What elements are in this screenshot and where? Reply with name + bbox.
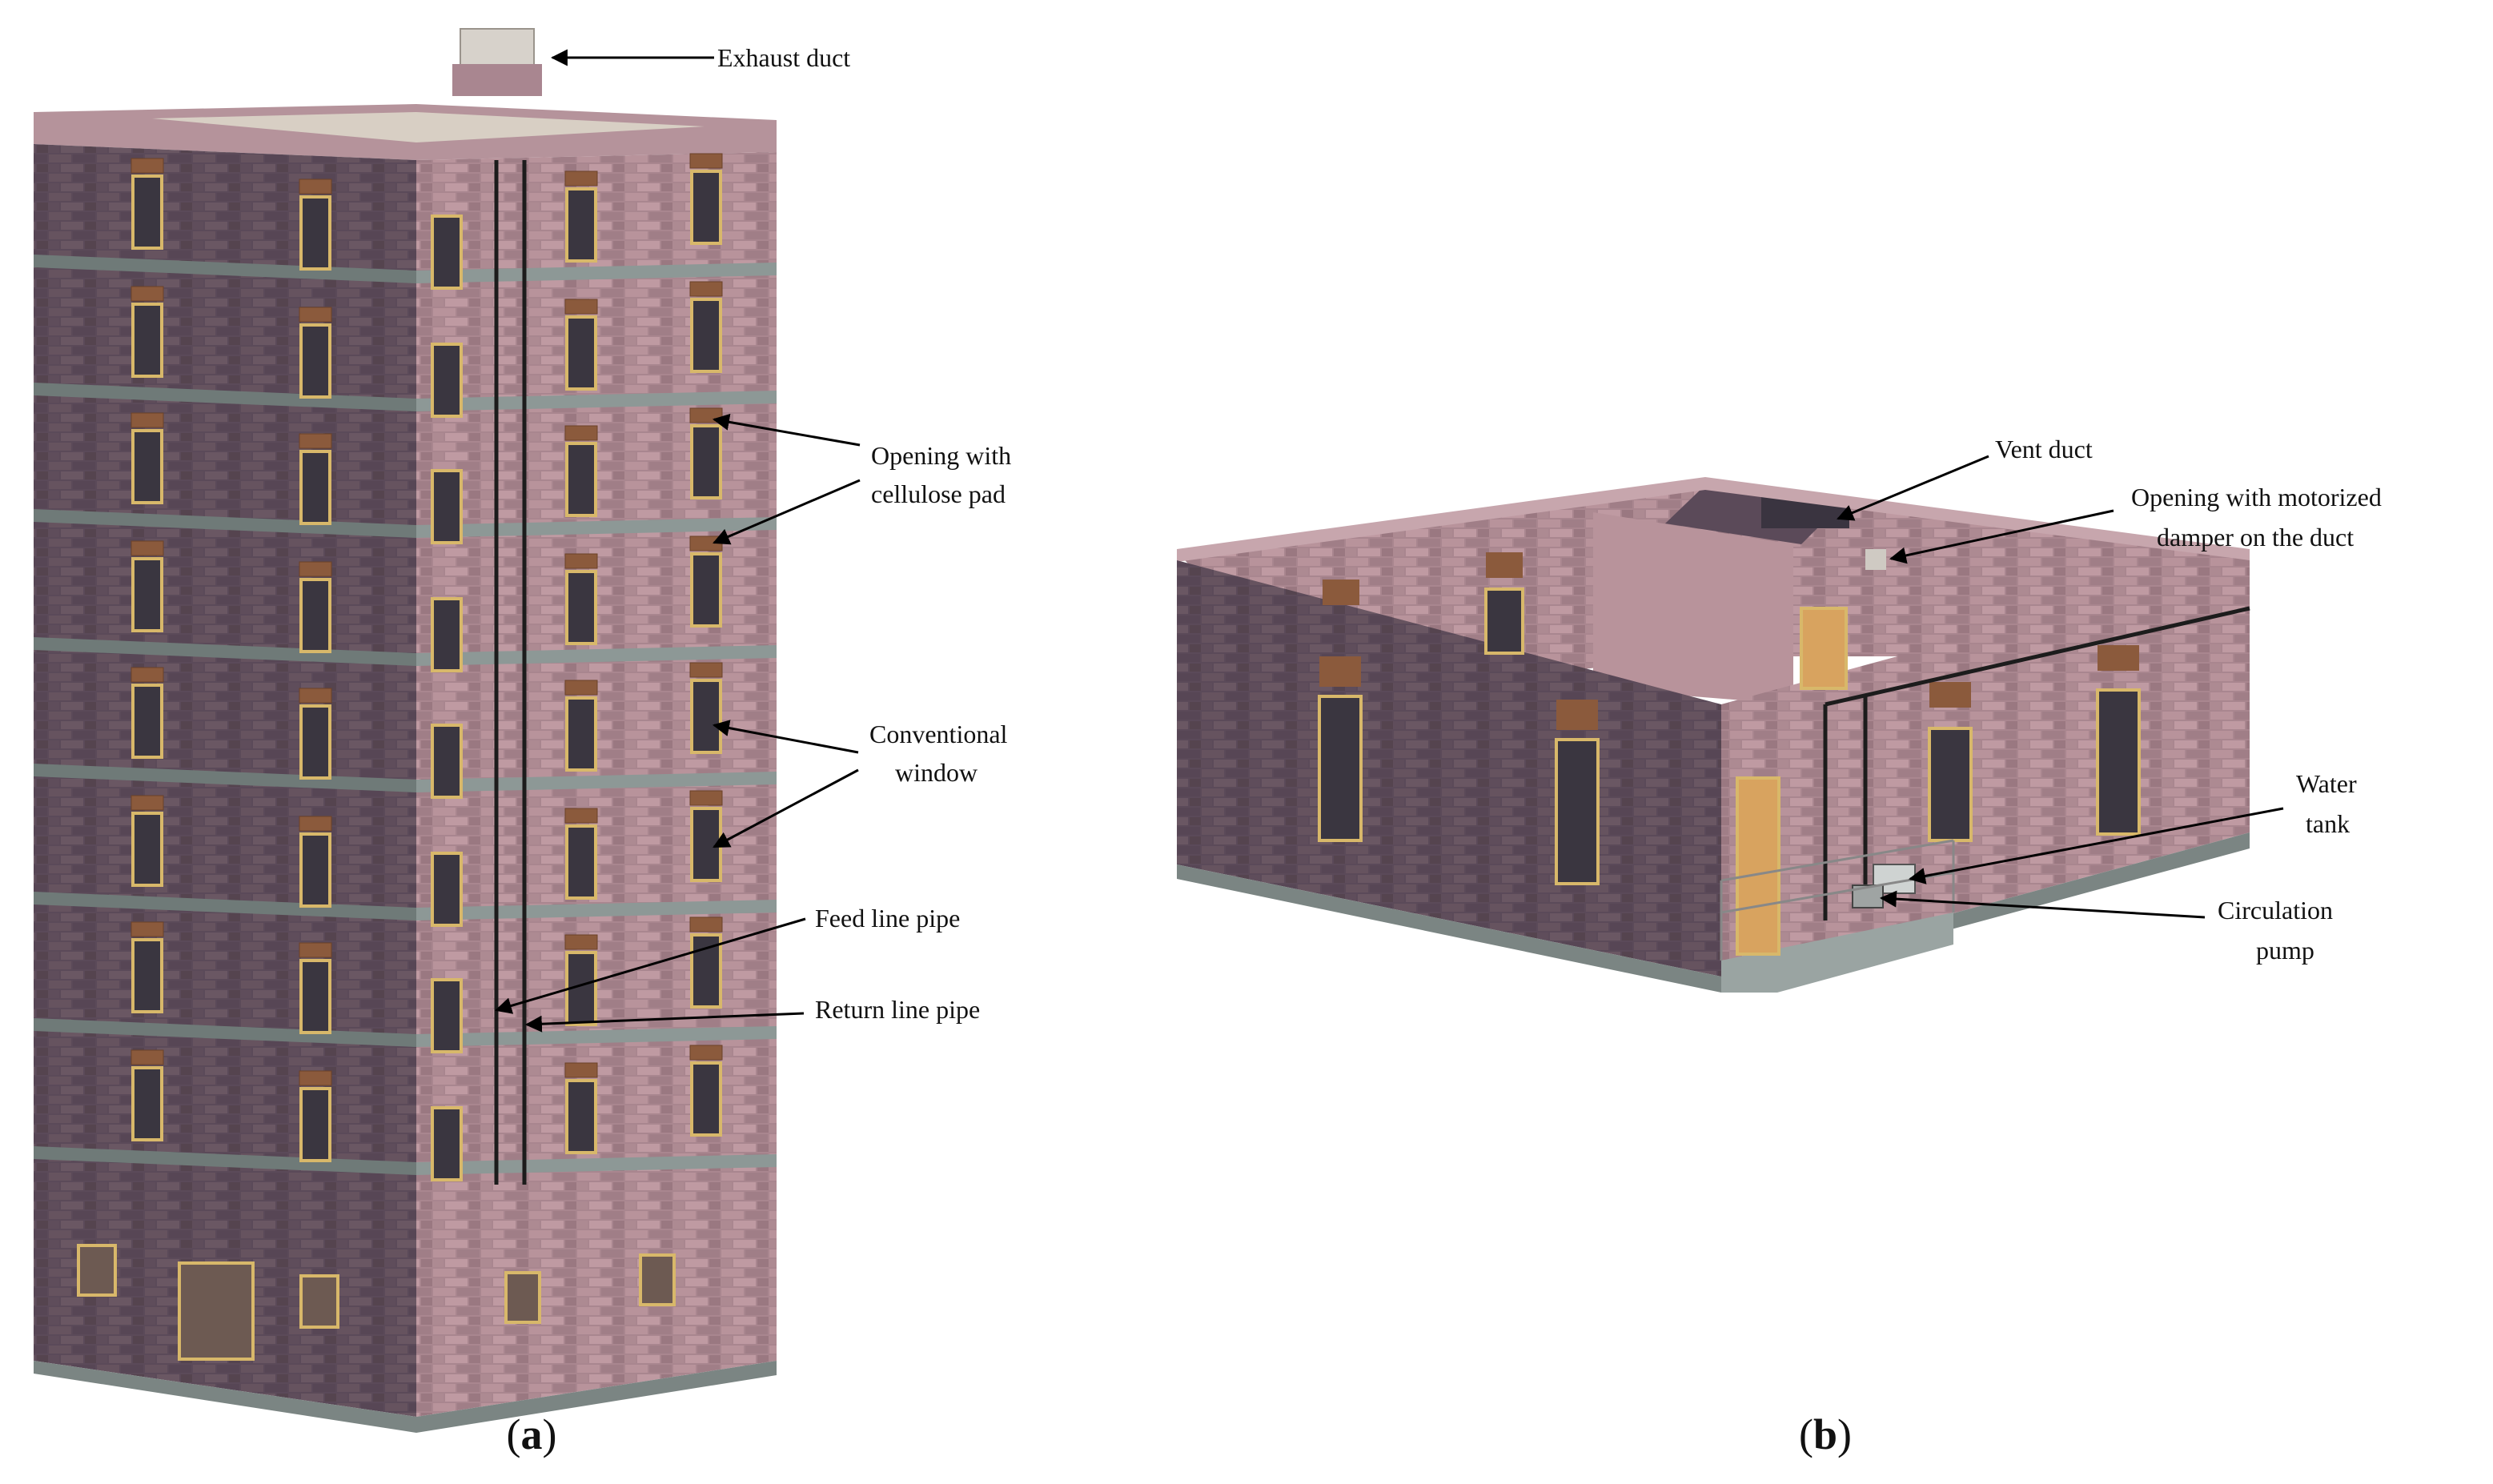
feed-line-label: Feed line pipe bbox=[815, 904, 960, 933]
conv-window-label-1: Conventional bbox=[869, 720, 1008, 748]
conv-window-arrow-lower bbox=[713, 768, 859, 848]
pump-label-1: Circulation bbox=[2218, 896, 2333, 924]
ground-floor-openings bbox=[77, 1244, 676, 1361]
panel-b-module bbox=[1177, 477, 2250, 993]
module-conventional-windows bbox=[1318, 588, 2141, 956]
motorized-damper bbox=[1865, 549, 1886, 570]
pump-arrow bbox=[1879, 890, 2206, 919]
pad-arrow-lower bbox=[713, 479, 861, 545]
vent-duct-arrow bbox=[1837, 455, 1989, 521]
opening-pad-label-2: cellulose pad bbox=[871, 479, 1006, 508]
return-line-label: Return line pipe bbox=[815, 995, 980, 1024]
vent-duct-label: Vent duct bbox=[1995, 435, 2093, 463]
module-pipes bbox=[1823, 606, 2250, 920]
water-tank-arrow bbox=[1908, 807, 2284, 884]
damper-label-2: damper on the duct bbox=[2157, 523, 2354, 551]
panel-a-building bbox=[34, 28, 777, 1433]
opening-pad-label-1: Opening with bbox=[871, 441, 1011, 470]
module-cellulose-pads bbox=[1319, 552, 2139, 730]
module-base bbox=[1177, 832, 2250, 993]
water-tank-label-1: Water bbox=[2296, 769, 2357, 798]
cellulose-pad-openings bbox=[130, 153, 723, 1086]
damper-label-1: Opening with motorized bbox=[2131, 483, 2382, 511]
damper-arrow bbox=[1889, 509, 2114, 564]
panel-a-callouts: Exhaust duct Opening with cellulose pad … bbox=[494, 43, 1011, 1033]
panel-b-caption: (b) bbox=[1799, 1410, 1852, 1458]
partition-wall bbox=[1593, 512, 1793, 704]
pump-label-2: pump bbox=[2256, 936, 2314, 965]
panel-b-callouts: Vent duct Opening with motorized damper … bbox=[1837, 435, 2382, 965]
conv-window-arrow-upper bbox=[712, 720, 859, 754]
balcony-slab bbox=[1721, 912, 1953, 993]
feed-line-arrow bbox=[494, 917, 806, 1014]
exhaust-duct-label: Exhaust duct bbox=[717, 43, 850, 72]
conv-window-label-2: window bbox=[895, 758, 978, 787]
pad-arrow-upper bbox=[712, 413, 861, 447]
floor-slabs bbox=[34, 255, 777, 1175]
roof-surface bbox=[152, 112, 705, 142]
water-tank-label-2: tank bbox=[2306, 809, 2350, 838]
base-plinth bbox=[34, 1361, 777, 1433]
return-line-arrow bbox=[524, 1012, 805, 1033]
panel-a-caption: (a) bbox=[507, 1410, 557, 1458]
